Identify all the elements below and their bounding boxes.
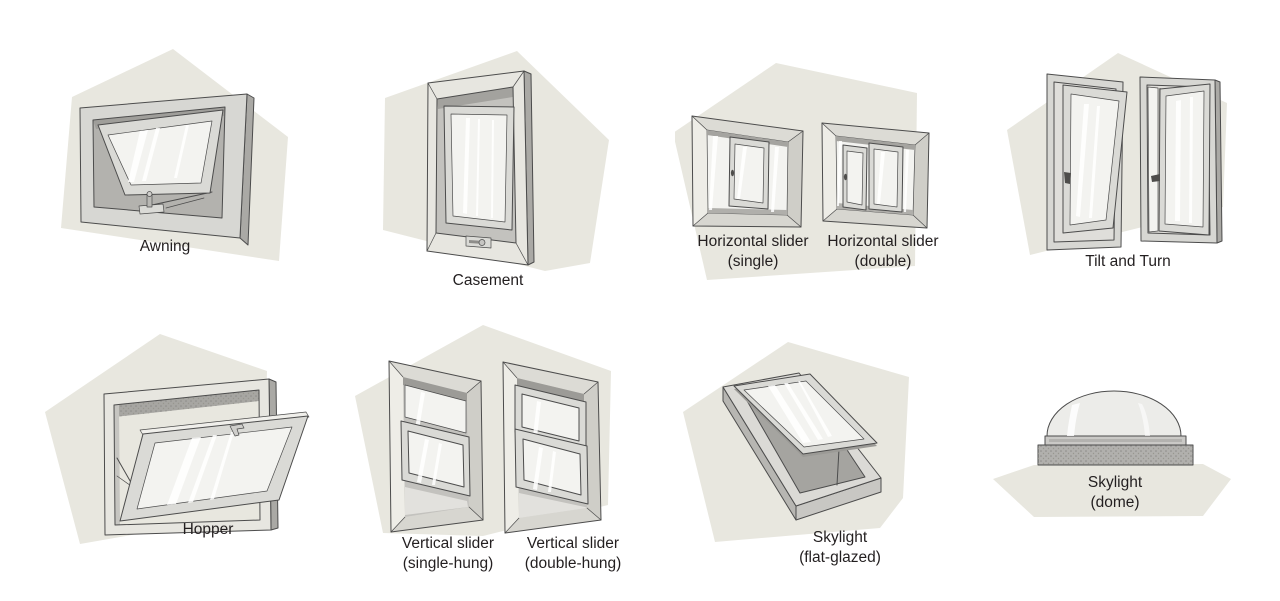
skylight-dome-illustration [993, 390, 1231, 517]
turn-window [1139, 76, 1223, 244]
roof-silhouette [993, 464, 1231, 517]
casement-figure [370, 30, 620, 300]
window-frame [103, 378, 272, 536]
awning-label: Awning [139, 238, 191, 255]
horizontal-slider-double-window [821, 122, 930, 229]
casement-label: Casement [452, 272, 524, 289]
horizontal-slider-single-label: Horizontal slider(single) [697, 233, 809, 270]
awning-figure [40, 15, 330, 265]
vertical-slider-double-hung-label: Vertical slider(double-hung) [524, 535, 622, 572]
lower-sash [514, 428, 589, 505]
vertical-slider-single-hung-label: Vertical slider(single-hung) [401, 535, 495, 572]
window-frame [79, 93, 248, 239]
glass-pane [1164, 90, 1205, 228]
window-frame [1046, 73, 1124, 251]
skylight-flat-glazed-label: Skylight(flat-glazed) [799, 529, 881, 566]
hopper-illustration [45, 334, 310, 544]
sash-handle [843, 173, 848, 181]
horizontal-slider-double-label: Horizontal slider(double) [827, 233, 939, 270]
vertical-sliders-illustration [355, 325, 611, 536]
window-handle [1064, 172, 1071, 184]
vertical-slider-double-hung-window [502, 361, 602, 534]
skylight-flat-illustration [683, 342, 909, 542]
horizontal-slider-single-window [691, 115, 804, 228]
casement-illustration [383, 51, 609, 271]
skylight-flat-figure [680, 335, 950, 570]
skylight-dome-figure [990, 365, 1245, 520]
tilt-and-turn-label: Tilt and Turn [1085, 253, 1171, 270]
crank-handle-icon [138, 203, 165, 215]
tilt-window [1046, 73, 1128, 251]
sash-handle [730, 169, 735, 177]
hopper-label: Hopper [182, 521, 234, 538]
tilt-and-turn-illustration [1007, 53, 1227, 255]
dome-glazing [1046, 390, 1182, 437]
latch-handle-icon [229, 423, 245, 437]
support-strut [836, 448, 840, 486]
skylight-dome-label: Skylight(dome) [1087, 474, 1143, 511]
horizontal-sliders-figure [675, 60, 970, 285]
vertical-sliders-figure [355, 325, 665, 560]
vertical-slider-single-hung-window [388, 360, 484, 533]
hopper-figure [40, 330, 350, 560]
awning-illustration [61, 49, 288, 261]
window-handle [1151, 174, 1160, 182]
tilt-and-turn-figure [1000, 25, 1275, 290]
horizontal-sliders-illustration [675, 63, 930, 280]
scissor-arm [151, 191, 213, 206]
